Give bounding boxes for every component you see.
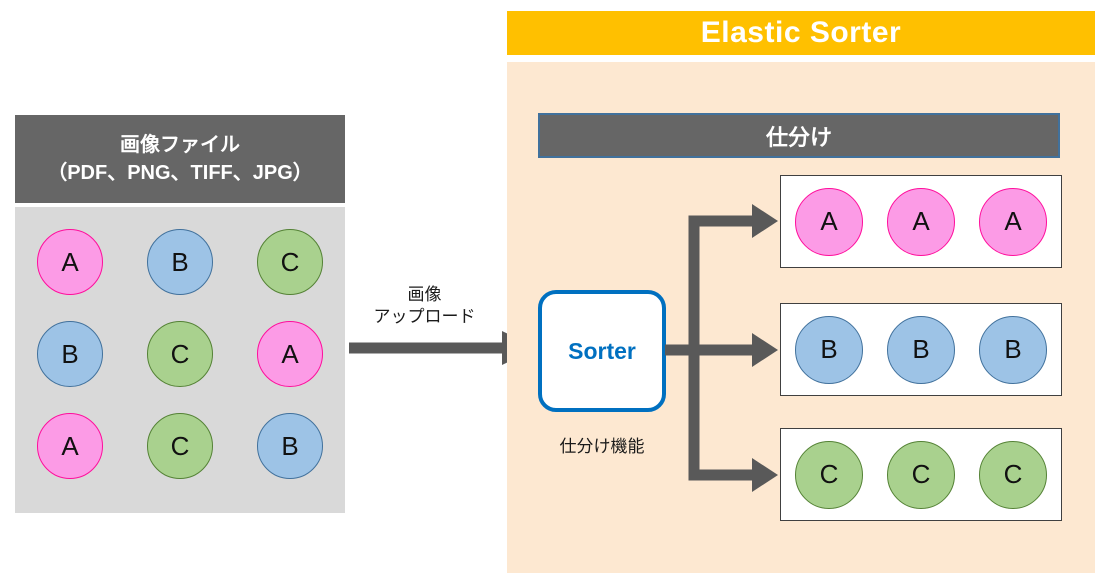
item-circle-b: B [37, 321, 103, 387]
image-files-title-line1: 画像ファイル [120, 134, 240, 156]
elastic-sorter-header: Elastic Sorter [507, 11, 1095, 55]
sorting-header-label: 仕分け [765, 124, 832, 150]
item-circle-b: B [887, 315, 955, 384]
image-files-header: 画像ファイル （PDF、PNG、TIFF、JPG） [15, 115, 345, 203]
item-circle-c: C [257, 229, 323, 295]
sorter-label: Sorter [568, 337, 636, 364]
item-circle-a: A [887, 187, 955, 256]
item-circle-c: C [795, 440, 863, 509]
item-circle-c: C [147, 413, 213, 479]
item-circle-a: A [37, 229, 103, 295]
item-circle-a: A [37, 413, 103, 479]
upload-label-line2: アップロード [373, 307, 476, 327]
item-circle-a: A [979, 187, 1047, 256]
branch-arrow-bottom-head [752, 458, 778, 492]
item-circle-c: C [979, 440, 1047, 509]
sorting-header-bar: 仕分け [538, 113, 1060, 158]
sorter-caption: 仕分け機能 [559, 437, 645, 456]
item-circle-a: A [795, 187, 863, 256]
branch-arrow-top-head [752, 204, 778, 238]
image-files-title-line2: （PDF、PNG、TIFF、JPG） [47, 162, 313, 184]
item-circle-a: A [257, 321, 323, 387]
branch-arrows [665, 204, 778, 492]
sorter-box: Sorter [538, 290, 666, 412]
upload-label: 画像 アップロード [352, 284, 497, 328]
item-circle-b: B [147, 229, 213, 295]
item-circle-b: B [257, 413, 323, 479]
upload-label-line1: 画像 [407, 285, 442, 304]
branch-arrow-mid-head [752, 333, 778, 367]
item-circle-c: C [147, 321, 213, 387]
elastic-sorter-title: Elastic Sorter [700, 16, 902, 49]
item-circle-c: C [887, 440, 955, 509]
item-circle-b: B [979, 315, 1047, 384]
item-circle-b: B [795, 315, 863, 384]
